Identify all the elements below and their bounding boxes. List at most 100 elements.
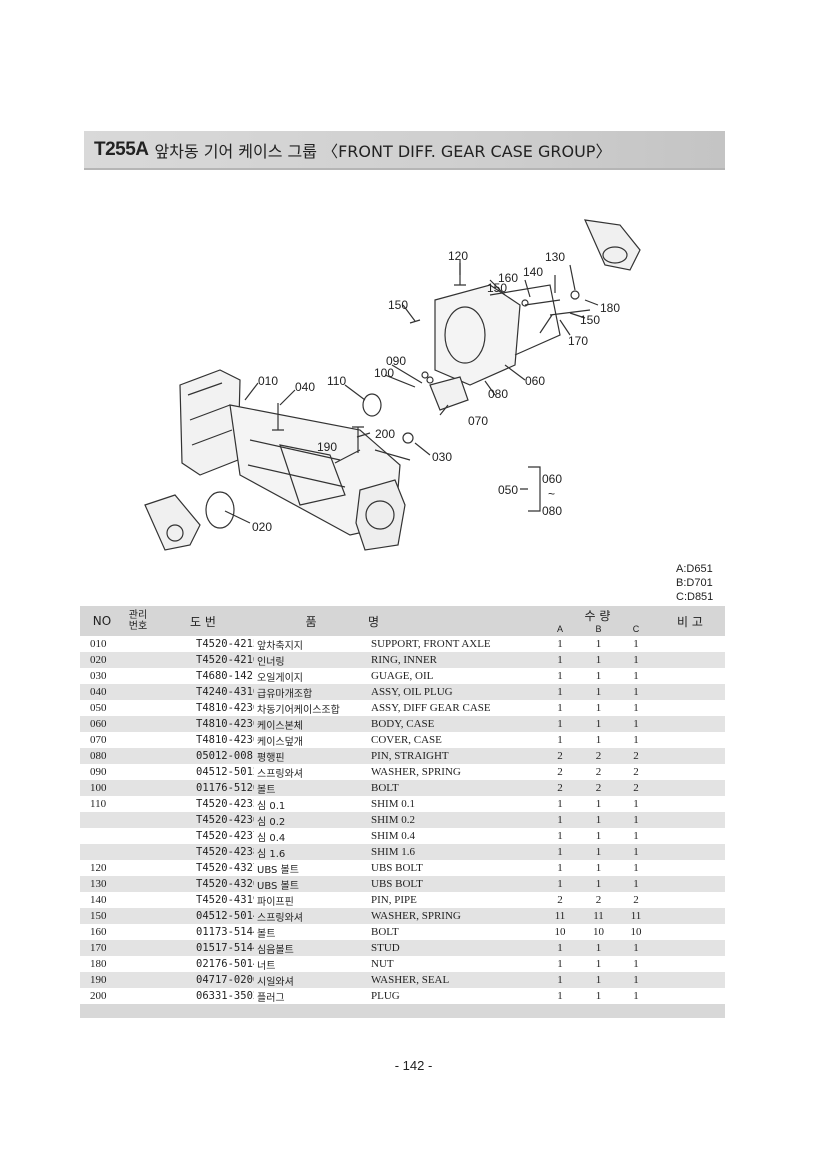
part-number: 150 bbox=[80, 908, 124, 924]
part-name-en: BODY, CASE bbox=[368, 716, 540, 732]
qty-b: 1 bbox=[595, 862, 602, 874]
management-number bbox=[124, 908, 152, 924]
part-name-en: UBS BOLT bbox=[368, 876, 540, 892]
part-number: 120 bbox=[90, 862, 107, 874]
part-name-kr: 볼트 bbox=[254, 780, 368, 796]
header-no: NO bbox=[80, 606, 124, 636]
qty-b: 2 bbox=[595, 894, 602, 906]
part-number: 200 bbox=[90, 990, 107, 1002]
drawing-number: 01176-51260 bbox=[152, 780, 254, 796]
part-number: 060 bbox=[80, 716, 124, 732]
part-number: 140 bbox=[90, 894, 107, 906]
management-number bbox=[124, 716, 152, 732]
part-number: 110 bbox=[90, 798, 107, 810]
remarks bbox=[655, 716, 725, 732]
label-180: 180 bbox=[600, 301, 620, 315]
drawing-number: 01517-51440 bbox=[152, 940, 254, 956]
qty-a: 1 bbox=[557, 638, 563, 650]
table-footer-spacer bbox=[80, 1004, 725, 1018]
qty-a: 1 bbox=[540, 844, 580, 860]
management-number bbox=[124, 780, 152, 796]
label-060: 060 bbox=[525, 374, 545, 388]
diagram-drawing bbox=[144, 219, 641, 551]
part-name-kr: 볼트 bbox=[257, 928, 276, 940]
qty-b: 1 bbox=[595, 958, 602, 970]
label-120: 120 bbox=[448, 249, 468, 263]
qty-b: 1 bbox=[580, 684, 617, 700]
qty-c: 1 bbox=[633, 670, 639, 682]
part-name-kr: 심 0.2 bbox=[254, 812, 368, 828]
qty-b: 2 bbox=[580, 780, 617, 796]
part-name-en: GUAGE, OIL bbox=[371, 670, 434, 682]
qty-b: 1 bbox=[595, 990, 602, 1002]
drawing-number: T4520-42371 bbox=[196, 830, 254, 842]
remarks bbox=[655, 652, 725, 668]
part-number: 170 bbox=[80, 940, 124, 956]
label-190: 190 bbox=[317, 440, 337, 454]
qty-a: 1 bbox=[540, 876, 580, 892]
label-range-tilde: ~ bbox=[548, 487, 555, 501]
part-name-kr: 인너링 bbox=[254, 652, 368, 668]
qty-b: 1 bbox=[595, 734, 602, 746]
part-name-en: WASHER, SPRING bbox=[368, 908, 540, 924]
part-name-en: PIN, PIPE bbox=[371, 894, 417, 906]
header-drawing-number: 도 번 bbox=[152, 606, 254, 636]
qty-a: 1 bbox=[540, 972, 580, 988]
management-number bbox=[124, 668, 152, 684]
part-name-kr: 스프링와셔 bbox=[254, 908, 368, 924]
qty-a: 1 bbox=[557, 798, 563, 810]
drawing-number: T4520-42351 bbox=[196, 798, 254, 810]
part-name-en: SHIM 0.2 bbox=[368, 812, 540, 828]
part-name-en: SHIM 0.4 bbox=[371, 830, 416, 842]
management-number bbox=[124, 636, 152, 652]
management-number bbox=[124, 892, 152, 908]
part-name-en: RING, INNER bbox=[368, 652, 540, 668]
qty-c: 1 bbox=[633, 798, 639, 810]
drawing-number: T4520-42161 bbox=[152, 652, 254, 668]
exploded-parts-diagram: 010 040 110 100 090 150 120 160 150 140 … bbox=[144, 219, 641, 551]
part-number: 160 bbox=[90, 926, 107, 938]
label-110: 110 bbox=[327, 374, 346, 388]
title-bar: T255A 앞차동 기어 케이스 그룹 〈FRONT DIFF. GEAR CA… bbox=[84, 131, 725, 170]
management-number bbox=[124, 796, 152, 812]
management-number bbox=[124, 812, 152, 828]
label-070: 070 bbox=[468, 414, 488, 428]
drawing-number: T4520-42361 bbox=[152, 812, 254, 828]
qty-b: 1 bbox=[580, 812, 617, 828]
part-number: 020 bbox=[80, 652, 124, 668]
model-b: B:D701 bbox=[676, 577, 713, 589]
drawing-number: T4520-43261 bbox=[152, 876, 254, 892]
part-name-en: WASHER, SEAL bbox=[368, 972, 540, 988]
qty-a: 2 bbox=[540, 748, 580, 764]
part-name-en: UBS BOLT bbox=[371, 862, 423, 874]
remarks bbox=[655, 732, 725, 748]
qty-b: 1 bbox=[580, 652, 617, 668]
qty-b: 2 bbox=[595, 766, 602, 778]
qty-c: 1 bbox=[617, 652, 655, 668]
label-150-left: 150 bbox=[388, 298, 408, 312]
management-number bbox=[124, 876, 152, 892]
group-code: T255A bbox=[94, 138, 149, 160]
qty-c: 1 bbox=[633, 702, 639, 714]
remarks bbox=[655, 812, 725, 828]
part-name-kr: 심 0.4 bbox=[257, 832, 286, 844]
management-number bbox=[124, 828, 152, 844]
remarks bbox=[655, 924, 725, 940]
part-name-kr: 시일와셔 bbox=[254, 972, 368, 988]
part-name-kr: 파이프핀 bbox=[257, 896, 294, 908]
remarks bbox=[655, 956, 725, 972]
label-080: 080 bbox=[488, 387, 508, 401]
part-name-en: STUD bbox=[368, 940, 540, 956]
